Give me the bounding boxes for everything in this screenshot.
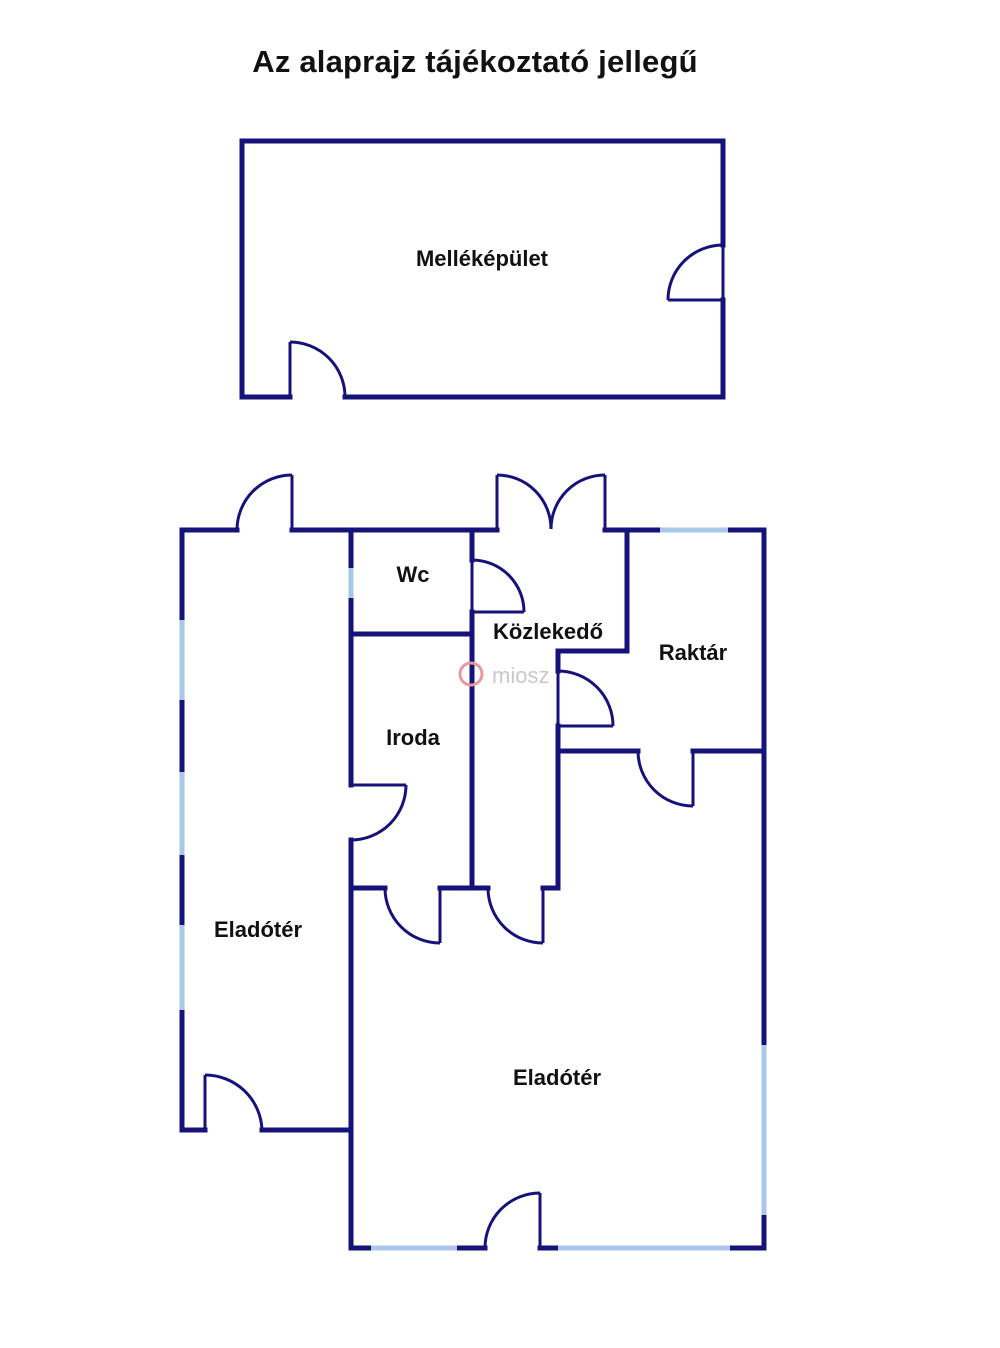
annex-side-door — [666, 243, 725, 302]
door-wc — [470, 558, 526, 614]
label-storage: Raktár — [659, 640, 728, 665]
door-storage — [556, 669, 615, 728]
door-front — [483, 1191, 542, 1249]
page-title: Az alaprajz tájékoztató jellegű — [252, 44, 698, 79]
annex-building — [239, 138, 726, 400]
door-office-side — [350, 783, 408, 842]
label-wc: Wc — [397, 562, 430, 587]
label-annex: Melléképület — [416, 246, 549, 271]
door-office-bottom — [383, 887, 442, 945]
main-building-doors — [203, 473, 695, 1249]
label-corridor: Közlekedő — [493, 619, 603, 644]
label-sales-main: Eladótér — [513, 1065, 601, 1090]
annex-front-door — [288, 340, 347, 398]
door-top-left — [235, 473, 294, 531]
watermark-logo-icon — [458, 661, 484, 687]
label-sales-left: Eladótér — [214, 917, 302, 942]
door-storage-bottom — [636, 750, 695, 808]
watermark-text: miosz — [492, 663, 549, 688]
door-top-double — [495, 473, 607, 530]
door-corridor-bottom — [486, 887, 545, 945]
main-building-walls — [179, 527, 767, 1251]
door-sales-left — [203, 1073, 264, 1131]
label-office: Iroda — [386, 725, 441, 750]
watermark: miosz — [458, 661, 549, 688]
main-building-windows — [179, 527, 767, 1251]
